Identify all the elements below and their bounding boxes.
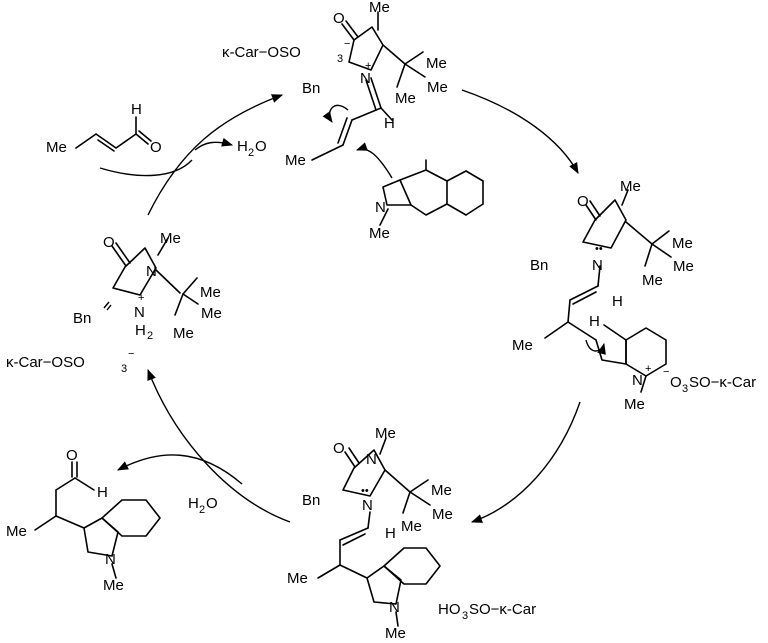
n-methylindole: N Me [369, 159, 484, 242]
water-in-sub: 2 [199, 504, 205, 516]
iminium-n-plus: N [360, 70, 371, 87]
arrow-water-out [194, 137, 234, 151]
cycle-arrows [99, 89, 581, 523]
adduct-h-ring: H [589, 313, 600, 330]
adduct-tbu-me1: Me [672, 235, 693, 252]
iminium-bn: Bn [302, 80, 320, 97]
product-aldehyde: O H Me N Me [6, 447, 161, 594]
iminium-tbu-me2: Me [427, 79, 448, 96]
enamine-me-chain: Me [287, 570, 308, 587]
crotonaldehyde-h: H [131, 101, 142, 118]
adduct-plus: + [645, 363, 651, 375]
adduct-curly-arrow [585, 339, 606, 355]
catalyst-nh-n: N [134, 304, 145, 321]
enamine-n-ind: N [389, 599, 400, 616]
enamine-bn: Bn [302, 492, 320, 509]
catalyst-nh-h: H [135, 322, 146, 339]
water-out-sub: 2 [248, 147, 254, 159]
enamine-tbu-me2: Me [432, 506, 453, 523]
enamine-intermediate: O Me N Bn •• N Me Me Me H Me N Me HO 3 S… [287, 425, 536, 642]
catalyst-o: O [103, 234, 115, 251]
catalyst-n-top: N [146, 263, 157, 280]
arrow-iminium-to-adduct [461, 89, 579, 174]
arrow-adduct-to-enamine [470, 401, 581, 523]
water-in: H 2 O [188, 495, 218, 516]
enamine-tbu-me1: Me [431, 482, 452, 499]
iminium-counterion-charge: − [344, 38, 350, 50]
adduct-counterion-pre: − [663, 366, 669, 378]
water-in-o: O [206, 495, 218, 512]
product-o: O [66, 447, 78, 464]
enamine-me-top: Me [375, 425, 396, 442]
adduct-h-vinyl: H [612, 293, 623, 310]
enamine-acid: HO [438, 601, 461, 618]
arrow-product-out [117, 454, 243, 485]
enamine-n-top: N [366, 451, 377, 468]
iminium-tbu-me1: Me [426, 55, 447, 72]
product-me-n: Me [103, 577, 124, 594]
catalyst-amine-salt: O Me N Bn + N H 2 Me Me Me κ-Car−OSO 3 − [6, 230, 222, 375]
iminium-o: O [333, 10, 345, 27]
catalyst-nh-2: 2 [147, 330, 153, 342]
adduct-me-n: Me [624, 396, 645, 413]
iminium-curly-arrow [322, 104, 349, 123]
catalyst-me: Me [160, 230, 181, 247]
iminium-h: H [384, 115, 395, 132]
enamine-h: H [385, 525, 396, 542]
crotonaldehyde-o: O [150, 139, 162, 156]
catalyst-bn: Bn [73, 310, 91, 327]
enamine-me-n: Me [385, 625, 406, 642]
iminium-ion: κ-Car−OSO 3 − O Me Bn N + Me Me Me H Me [222, 0, 448, 169]
adduct-lone-pair: •• [595, 243, 603, 255]
catalyst-tbu-me1: Me [200, 284, 221, 301]
arrow-crotonaldehyde-in [99, 159, 193, 177]
catalyst-plus: + [138, 292, 144, 304]
indole-n: N [375, 199, 386, 216]
catalyst-tbu-me3: Me [173, 325, 194, 342]
iminium-me-chain: Me [285, 152, 306, 169]
adduct-o: O [577, 193, 589, 210]
adduct-counterion-tail: SO−κ-Car [689, 374, 756, 391]
indole-me: Me [369, 225, 390, 242]
arrow-indole-attack [355, 142, 393, 179]
enamine-n: N [362, 497, 373, 514]
adduct-n: N [592, 257, 603, 274]
adduct-tbu-me3: Me [642, 272, 663, 289]
water-in-h: H [188, 495, 199, 512]
product-me: Me [6, 523, 27, 540]
indolium-adduct: O Me Bn •• N Me Me Me H Me H N + Me − O … [512, 178, 756, 413]
adduct-bn: Bn [530, 257, 548, 274]
adduct-counterion-sub: 3 [682, 383, 688, 395]
adduct-n-plus: N [632, 372, 643, 389]
enamine-lone-pair: •• [361, 485, 369, 497]
water-out: H 2 O [237, 138, 267, 159]
enamine-o: O [333, 440, 345, 457]
iminium-me: Me [369, 0, 390, 16]
enamine-acid-tail: SO−κ-Car [469, 601, 536, 618]
adduct-tbu-me2: Me [673, 258, 694, 275]
iminium-tbu-me3: Me [395, 90, 416, 107]
crotonaldehyde: Me H O [46, 101, 162, 156]
adduct-me-top: Me [620, 178, 641, 195]
catalyst-counterion-charge: − [128, 348, 134, 360]
iminium-counterion: κ-Car−OSO [222, 44, 301, 61]
water-out-h: H [237, 138, 248, 155]
adduct-me-chain: Me [512, 337, 533, 354]
catalyst-counterion-sub: 3 [121, 363, 127, 375]
crotonaldehyde-me: Me [46, 139, 67, 156]
iminium-counterion-sub: 3 [337, 53, 343, 65]
product-n: N [105, 551, 116, 568]
enamine-tbu-me3: Me [401, 518, 422, 535]
iminium-plus: + [365, 60, 371, 72]
arrow-catalyst-to-iminium [147, 94, 284, 216]
water-out-o: O [255, 138, 267, 155]
enamine-acid-sub: 3 [462, 610, 468, 622]
catalyst-tbu-me2: Me [201, 305, 222, 322]
catalyst-counterion: κ-Car−OSO [6, 354, 85, 371]
arrow-enamine-to-catalyst [147, 368, 291, 523]
adduct-counterion-o: O [670, 374, 682, 391]
product-h: H [97, 484, 108, 501]
